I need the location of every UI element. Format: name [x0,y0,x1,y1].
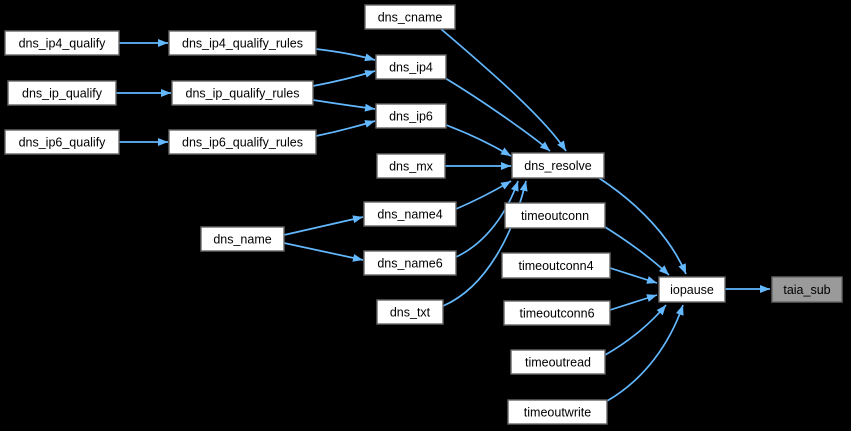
node-label: dns_name4 [377,207,442,221]
node-box [375,103,447,129]
edge-timeoutread-to-iopause [604,304,667,356]
node-box [168,129,317,155]
node-timeoutconn6[interactable]: timeoutconn6 [503,300,611,326]
edge-dns_ip_qualify_rules-to-dns_ip6 [312,99,376,112]
node-box [7,80,117,106]
node-box [375,54,447,80]
edge-timeoutconn-to-iopause [604,226,670,276]
node-box [501,252,611,279]
edge-dns_cname-to-dns_resolve [440,28,567,152]
node-timeoutconn[interactable]: timeoutconn [504,202,606,229]
node-box [363,201,457,227]
edge-dns_ip4_qualify_rules-to-dns_ip4 [315,48,376,62]
node-box [376,153,446,179]
node-dns_ip4[interactable]: dns_ip4 [375,54,447,80]
edge-dns_ip6_qualify_rules-to-dns_ip6 [315,120,376,137]
node-label: dns_mx [389,159,434,173]
node-box [771,276,843,303]
node-box [511,152,605,179]
node-box [364,4,456,30]
node-label: timeoutconn4 [518,259,593,273]
node-dns_ip4_qualify[interactable]: dns_ip4_qualify [4,30,120,56]
node-dns_name4[interactable]: dns_name4 [363,201,457,227]
node-box [200,226,285,252]
node-label: dns_ip4_qualify_rules [182,36,303,50]
node-label: timeoutconn6 [519,306,594,320]
node-box [510,349,606,375]
edge-dns_ip6-to-dns_resolve [445,124,512,157]
node-dns_ip6_qualify_rules[interactable]: dns_ip6_qualify_rules [168,129,317,155]
node-dns_mx[interactable]: dns_mx [376,153,446,179]
edge-timeoutconn6-to-iopause [609,294,658,311]
edge-dns_name4-to-dns_resolve [455,180,512,210]
edge-dns_name6-to-dns_resolve [455,180,519,258]
node-dns_name[interactable]: dns_name [200,226,285,252]
node-label: dns_ip_qualify [22,86,103,100]
node-dns_ip4_qualify_rules[interactable]: dns_ip4_qualify_rules [168,30,317,56]
node-label: iopause [670,283,714,297]
node-box [504,202,606,229]
node-label: dns_ip6_qualify [19,135,107,149]
node-label: dns_ip6_qualify_rules [182,135,303,149]
node-timeoutconn4[interactable]: timeoutconn4 [501,252,611,279]
node-dns_resolve[interactable]: dns_resolve [511,152,605,179]
edge-timeoutconn4-to-iopause [609,267,658,284]
node-timeoutwrite[interactable]: timeoutwrite [507,399,608,425]
edge-dns_resolve-to-iopause [598,177,687,275]
node-label: timeoutread [525,355,591,369]
node-label: dns_name [213,232,271,246]
edge-dns_ip_qualify_rules-to-dns_ip4 [312,70,376,87]
node-box [363,250,457,276]
node-box [507,399,608,425]
node-box [171,80,314,106]
node-label: dns_ip_qualify_rules [186,86,300,100]
edge-timeoutwrite-to-iopause [606,304,684,402]
node-iopause[interactable]: iopause [658,276,726,303]
node-label: timeoutwrite [524,405,591,419]
node-label: dns_txt [390,305,431,319]
node-label: dns_ip4_qualify [19,36,107,50]
node-box [658,276,726,303]
node-label: dns_cname [378,10,443,24]
node-timeoutread[interactable]: timeoutread [510,349,606,375]
node-dns_ip6_qualify[interactable]: dns_ip6_qualify [4,129,120,155]
node-box [503,300,611,326]
node-taia_sub[interactable]: taia_sub [771,276,843,303]
node-label: dns_name6 [377,256,442,270]
node-label: dns_resolve [524,159,591,173]
edge-dns_name-to-dns_name6 [283,242,364,262]
node-box [4,129,120,155]
node-label: dns_ip4 [389,60,433,74]
node-label: dns_ip6 [389,109,433,123]
edge-dns_txt-to-dns_resolve [442,180,528,307]
node-label: timeoutconn [521,209,589,223]
edge-dns_name-to-dns_name4 [283,215,364,236]
node-dns_txt[interactable]: dns_txt [376,299,444,325]
node-label: taia_sub [783,283,830,297]
edge-dns_ip4-to-dns_resolve [444,77,551,152]
node-dns_ip_qualify[interactable]: dns_ip_qualify [7,80,117,106]
node-dns_ip6[interactable]: dns_ip6 [375,103,447,129]
node-box [376,299,444,325]
node-box [168,30,317,56]
node-box [4,30,120,56]
node-dns_ip_qualify_rules[interactable]: dns_ip_qualify_rules [171,80,314,106]
node-dns_name6[interactable]: dns_name6 [363,250,457,276]
node-dns_cname[interactable]: dns_cname [364,4,456,30]
